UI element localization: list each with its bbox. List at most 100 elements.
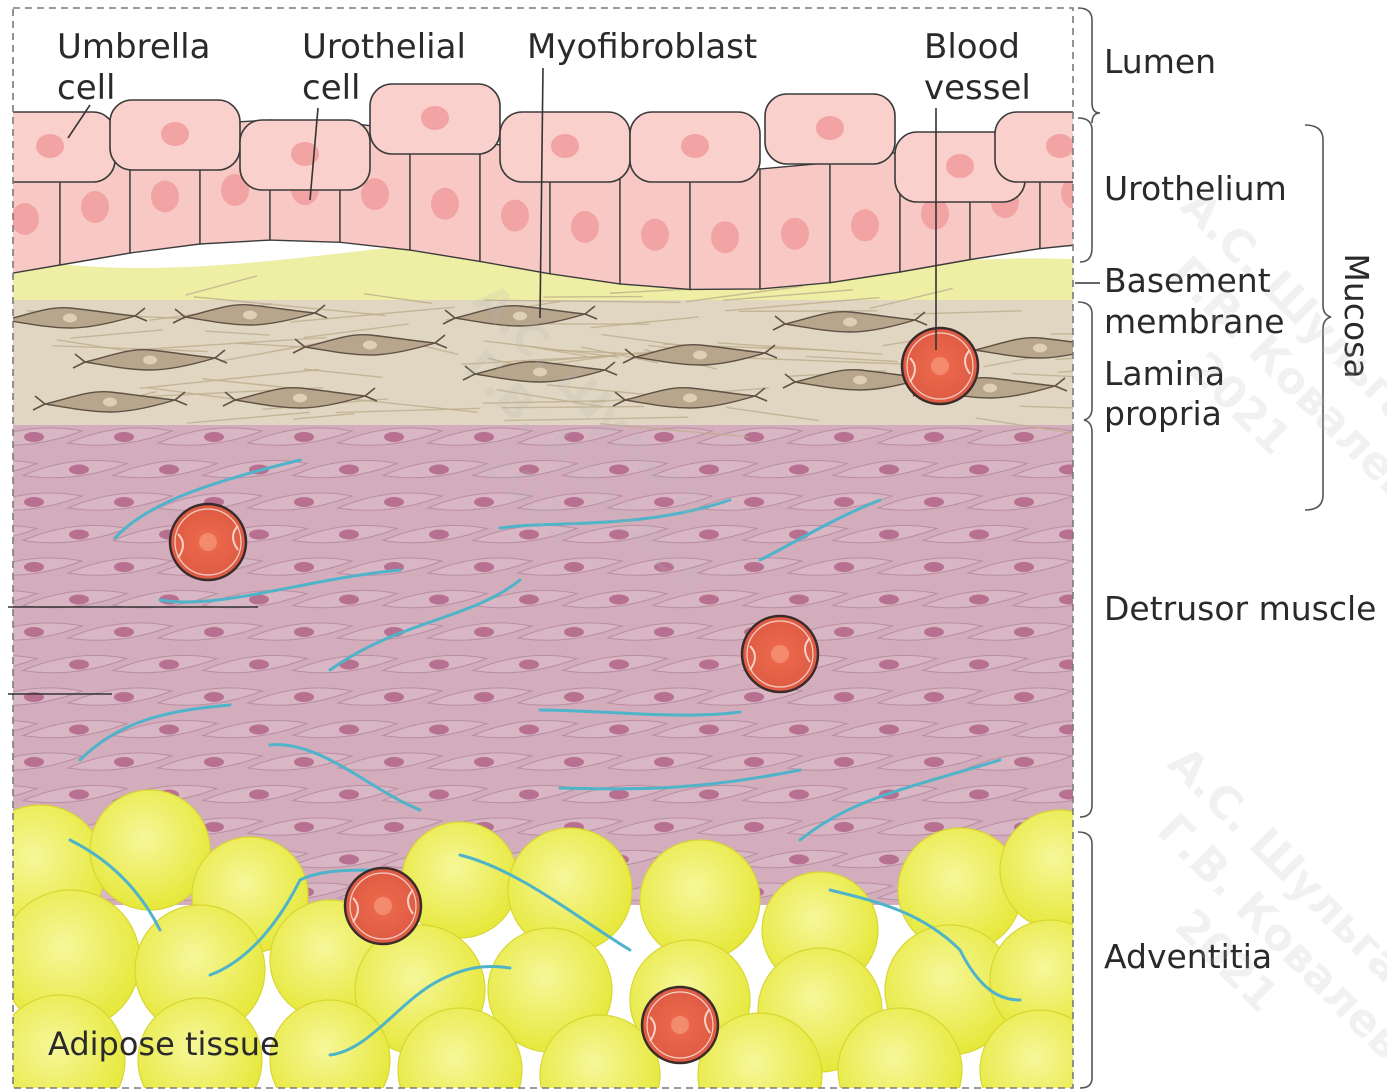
label-blood-vessel-line2: vessel: [924, 68, 1031, 108]
collagen-fiber: [739, 311, 877, 312]
tissue-section: [0, 84, 1184, 1091]
smooth-muscle-nucleus: [879, 855, 899, 865]
smooth-muscle-nucleus: [339, 595, 359, 605]
smooth-muscle-nucleus: [924, 627, 944, 637]
smooth-muscle-nucleus: [924, 497, 944, 507]
smooth-muscle-nucleus: [474, 627, 494, 637]
smooth-muscle-nucleus: [204, 757, 224, 767]
smooth-muscle-nucleus: [339, 855, 359, 865]
smooth-muscle-nucleus: [609, 790, 629, 800]
smooth-muscle-nucleus: [114, 562, 134, 572]
smooth-muscle-nucleus: [699, 530, 719, 540]
smooth-muscle-nucleus: [429, 530, 449, 540]
smooth-muscle-nucleus: [654, 627, 674, 637]
smooth-muscle-nucleus: [69, 725, 89, 735]
smooth-muscle-nucleus: [429, 595, 449, 605]
smooth-muscle-nucleus: [249, 530, 269, 540]
myofibroblast-nucleus: [243, 311, 257, 320]
urothelial-nucleus: [851, 209, 879, 241]
smooth-muscle-nucleus: [654, 692, 674, 702]
smooth-muscle-nucleus: [1014, 432, 1034, 442]
label-lumen: Lumen: [1104, 42, 1216, 81]
smooth-muscle-nucleus: [249, 790, 269, 800]
smooth-muscle-nucleus: [654, 757, 674, 767]
smooth-muscle-nucleus: [294, 497, 314, 507]
myofibroblast-nucleus: [363, 341, 377, 350]
smooth-muscle-nucleus: [24, 432, 44, 442]
myofibroblast-nucleus: [853, 376, 867, 385]
smooth-muscle-nucleus: [294, 627, 314, 637]
smooth-muscle-nucleus: [429, 660, 449, 670]
smooth-muscle-nucleus: [1014, 497, 1034, 507]
smooth-muscle-nucleus: [924, 562, 944, 572]
label-adipose-tissue: Adipose tissue: [48, 1025, 280, 1063]
smooth-muscle-nucleus: [1059, 660, 1079, 670]
smooth-muscle-nucleus: [24, 627, 44, 637]
smooth-muscle-nucleus: [1059, 725, 1079, 735]
smooth-muscle-nucleus: [924, 432, 944, 442]
smooth-muscle-nucleus: [609, 660, 629, 670]
smooth-muscle-nucleus: [159, 465, 179, 475]
smooth-muscle-nucleus: [834, 822, 854, 832]
smooth-muscle-nucleus: [249, 725, 269, 735]
smooth-muscle-nucleus: [789, 790, 809, 800]
myofibroblast-nucleus: [143, 356, 157, 365]
smooth-muscle-nucleus: [699, 465, 719, 475]
myofibroblast-nucleus: [683, 394, 697, 403]
smooth-muscle-nucleus: [519, 660, 539, 670]
smooth-muscle-nucleus: [969, 725, 989, 735]
smooth-muscle-nucleus: [879, 530, 899, 540]
myofibroblast-nucleus: [63, 314, 77, 323]
smooth-muscle-nucleus: [429, 725, 449, 735]
label-urothelial-cell-line1: Urothelial: [302, 27, 466, 67]
myofibroblast-nucleus: [103, 398, 117, 407]
smooth-muscle-nucleus: [744, 497, 764, 507]
smooth-muscle-nucleus: [1014, 692, 1034, 702]
smooth-muscle-nucleus: [699, 595, 719, 605]
label-blood-vessel-line1: Blood: [924, 27, 1020, 67]
urothelial-nucleus: [11, 203, 39, 235]
myofibroblast-nucleus: [693, 351, 707, 360]
smooth-muscle-nucleus: [519, 790, 539, 800]
smooth-muscle-nucleus: [879, 660, 899, 670]
myofibroblast-nucleus: [843, 318, 857, 327]
smooth-muscle-nucleus: [384, 497, 404, 507]
smooth-muscle-nucleus: [1059, 465, 1079, 475]
smooth-muscle-nucleus: [1014, 757, 1034, 767]
urothelium-cells: [0, 84, 1125, 289]
label-urothelial-cell-line2: cell: [302, 68, 361, 108]
myofibroblast-nucleus: [983, 384, 997, 393]
myofibroblast-nucleus: [1033, 344, 1047, 353]
smooth-muscle-nucleus: [294, 432, 314, 442]
smooth-muscle-nucleus: [204, 692, 224, 702]
smooth-muscle-nucleus: [24, 497, 44, 507]
smooth-muscle-nucleus: [339, 530, 359, 540]
smooth-muscle-nucleus: [294, 757, 314, 767]
smooth-muscle-nucleus: [1059, 595, 1079, 605]
watermark: А.С. Шульга Г.В. Ковалев 2021: [1080, 737, 1387, 1091]
smooth-muscle-nucleus: [69, 660, 89, 670]
smooth-muscle-nucleus: [609, 725, 629, 735]
smooth-muscle-nucleus: [564, 757, 584, 767]
smooth-muscle-nucleus: [339, 790, 359, 800]
label-myofibroblast: Myofibroblast: [527, 27, 757, 67]
label-umbrella-cell-line1: Umbrella: [57, 27, 210, 67]
urothelial-nucleus: [711, 221, 739, 253]
smooth-muscle-nucleus: [384, 757, 404, 767]
smooth-muscle-nucleus: [384, 432, 404, 442]
vessel-lumen: [199, 533, 217, 551]
smooth-muscle-nucleus: [204, 627, 224, 637]
smooth-muscle-nucleus: [1014, 627, 1034, 637]
smooth-muscle-nucleus: [204, 432, 224, 442]
smooth-muscle-nucleus: [339, 725, 359, 735]
smooth-muscle-nucleus: [924, 757, 944, 767]
umbrella-cell-nucleus: [816, 116, 844, 140]
urothelial-nucleus: [571, 211, 599, 243]
smooth-muscle-nucleus: [699, 790, 719, 800]
smooth-muscle-nucleus: [24, 757, 44, 767]
smooth-muscle-nucleus: [474, 432, 494, 442]
smooth-muscle-nucleus: [294, 822, 314, 832]
smooth-muscle-nucleus: [474, 692, 494, 702]
smooth-muscle-nucleus: [114, 432, 134, 442]
